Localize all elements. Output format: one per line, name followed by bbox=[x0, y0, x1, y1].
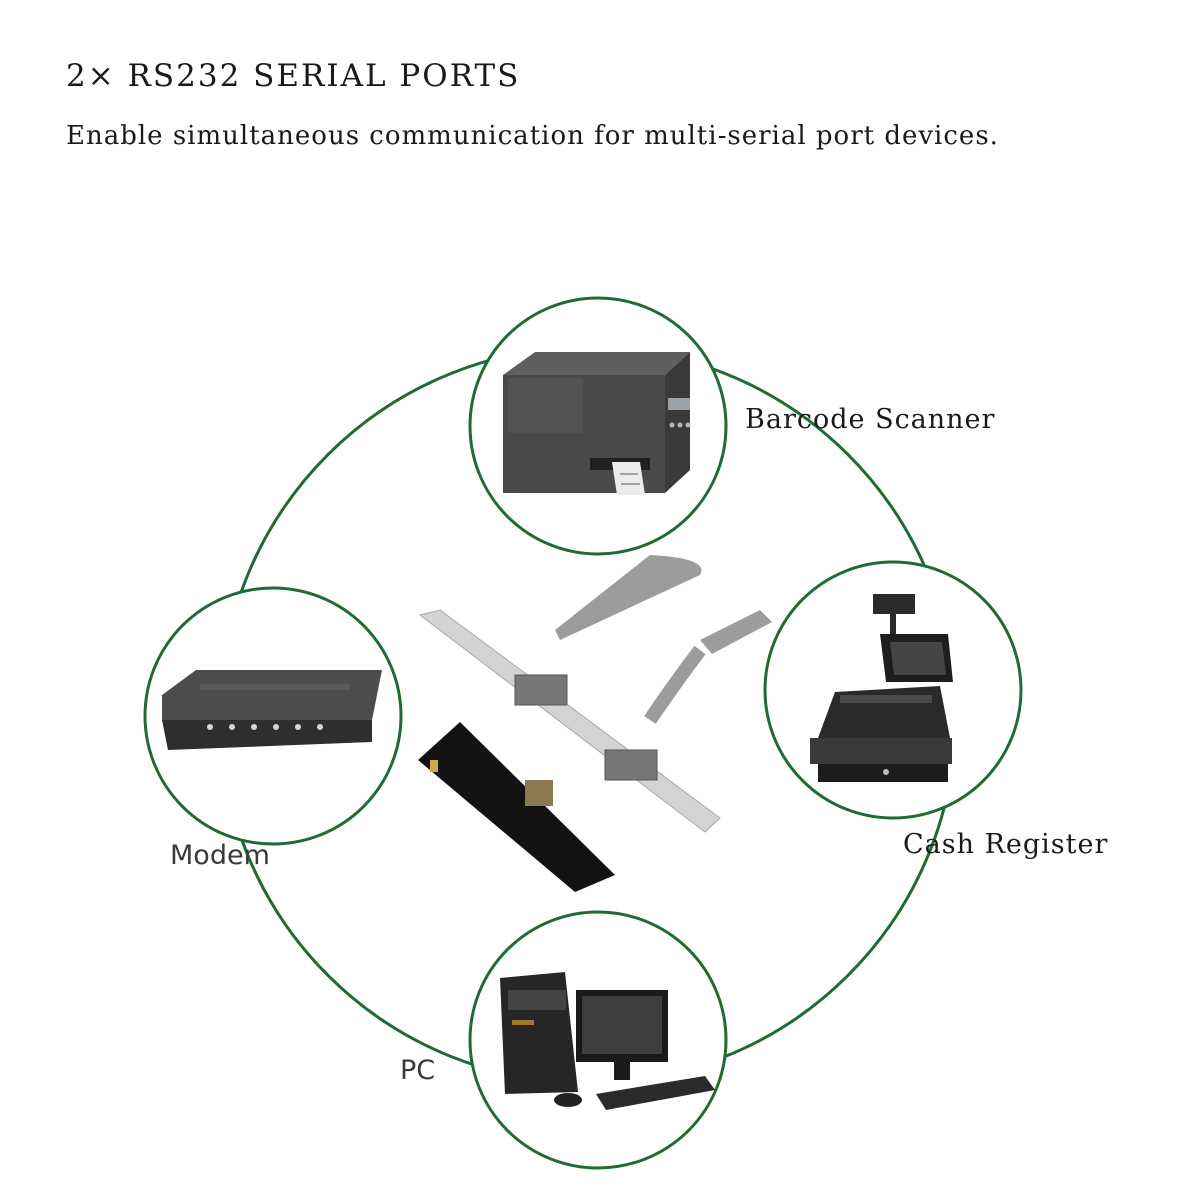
m2-serial-card-icon bbox=[418, 555, 772, 892]
cash-register-label: Cash Register bbox=[903, 829, 1109, 860]
cash-register-icon bbox=[810, 594, 953, 782]
desktop-pc-icon bbox=[500, 972, 715, 1110]
label-printer-icon bbox=[503, 352, 691, 495]
page-subtitle: Enable simultaneous communication for mu… bbox=[66, 121, 999, 151]
modem-icon bbox=[162, 670, 382, 750]
barcode-scanner-label: Barcode Scanner bbox=[745, 404, 996, 435]
modem-label: Modem bbox=[170, 840, 270, 871]
pc-label: PC bbox=[400, 1055, 436, 1086]
page-title: 2× RS232 SERIAL PORTS bbox=[66, 58, 521, 94]
